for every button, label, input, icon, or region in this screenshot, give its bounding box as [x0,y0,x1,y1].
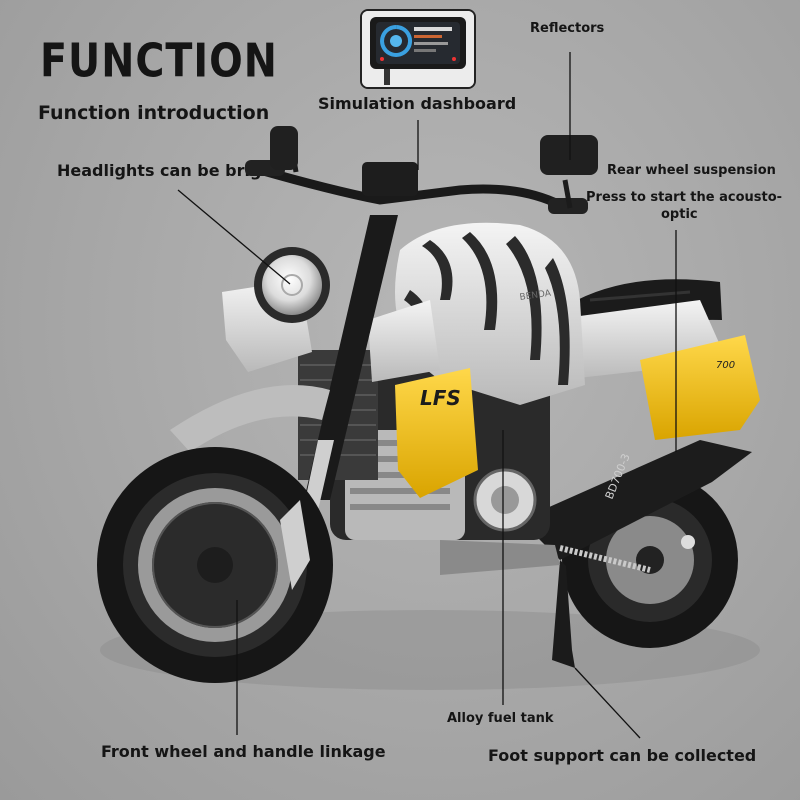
tank-brand: BENDA [519,289,552,303]
callout-acousto-optic-line2: optic [661,207,698,222]
tank-logo: LFS [420,386,461,410]
tank-shroud-yellow [395,368,478,498]
kickstand [552,560,575,668]
callout-rear-suspension: Rear wheel suspension [607,163,776,178]
dashboard-illustration [362,11,474,87]
dashboard-unit [362,162,418,196]
drive-chain [559,545,651,573]
callout-fuel-tank: Alloy fuel tank [447,711,554,726]
swing-arm-bolt [681,535,695,549]
right-mirror-stem [562,179,573,209]
callout-reflectors: Reflectors [530,21,605,36]
callout-headlights: Headlights can be bright [57,161,281,180]
leader-lines [177,52,677,739]
front-fender [170,385,330,452]
brake-caliper [280,500,310,590]
leader-headlights [177,189,291,285]
right-mirror [540,135,598,175]
callout-front-wheel: Front wheel and handle linkage [101,742,386,761]
dashboard-inset [360,9,476,89]
exhaust [440,540,560,575]
headlight-lens [262,255,322,315]
front-fork [304,215,398,500]
leader-foot-support [574,667,641,739]
side-number: 700 [716,360,735,371]
swing-arm [520,440,752,560]
callout-foot-support: Foot support can be collected [488,746,757,765]
side-panel-yellow [640,335,760,440]
callout-dashboard: Simulation dashboard [318,94,517,113]
brake-disc [138,488,292,642]
mid-cowl [368,300,440,382]
handlebar [255,165,565,210]
page-title: FUNCTION [40,34,278,89]
page-subtitle: Function introduction [38,102,270,124]
front-wheel [97,447,333,683]
left-mirror [270,126,298,170]
callout-acousto-optic-line1: Press to start the acousto- [586,190,783,205]
seat-stitch [589,290,691,302]
